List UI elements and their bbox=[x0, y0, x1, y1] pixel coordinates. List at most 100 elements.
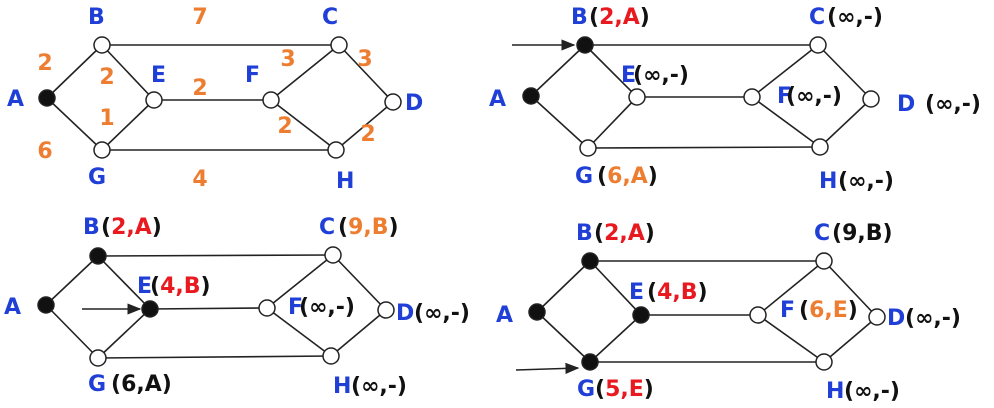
edge-weight-C-D: 3 bbox=[357, 47, 372, 72]
node-label-G: (6,A) bbox=[111, 372, 172, 397]
node-letter-F: F bbox=[780, 298, 795, 323]
node-letter-B: B bbox=[83, 215, 100, 240]
node-letter-D: D bbox=[897, 92, 915, 117]
node-label-E: (∞,-) bbox=[633, 63, 689, 88]
node-label-H: (∞,-) bbox=[351, 374, 407, 399]
node-label-C: (9,B) bbox=[832, 221, 893, 246]
node-D bbox=[384, 93, 402, 111]
node-letter-H: H bbox=[826, 379, 844, 404]
edge-F-C bbox=[270, 44, 340, 101]
node-label-D: (∞,-) bbox=[905, 306, 961, 331]
edge-B-E bbox=[97, 255, 151, 310]
edge-E-F bbox=[149, 307, 268, 310]
edge-E-G bbox=[589, 314, 642, 363]
panel-step2: AB(2,A)C(9,B)D(∞,-)E(4,B)F(∞,-)G(6,A)H(∞… bbox=[4, 215, 470, 399]
node-B bbox=[581, 252, 599, 270]
node-letter-C: C bbox=[322, 5, 338, 30]
node-label-E: (4,B) bbox=[150, 274, 211, 299]
node-letter-F: F bbox=[777, 84, 792, 109]
node-letter-F: F bbox=[245, 63, 260, 88]
node-letter-E: E bbox=[629, 280, 644, 305]
node-label-F: (∞,-) bbox=[786, 84, 842, 109]
edge-C-D bbox=[823, 260, 878, 318]
edge-E-G bbox=[97, 308, 151, 359]
node-letter-E: E bbox=[137, 274, 152, 299]
node-B bbox=[93, 36, 111, 54]
edge-weight-B-E: 2 bbox=[99, 65, 114, 90]
node-H bbox=[322, 347, 340, 365]
node-A bbox=[38, 89, 56, 107]
edge-C-D bbox=[332, 254, 387, 311]
node-E bbox=[632, 306, 650, 324]
node-label-D: (∞,-) bbox=[414, 301, 470, 326]
arrow-icon bbox=[515, 362, 580, 375]
node-letter-H: H bbox=[819, 169, 837, 194]
node-label-G: (5,E) bbox=[595, 377, 654, 402]
node-A bbox=[528, 303, 546, 321]
edge-H-D bbox=[819, 98, 872, 148]
edge-weight-E-F: 2 bbox=[192, 76, 207, 101]
node-letter-A: A bbox=[496, 303, 513, 328]
node-C bbox=[324, 246, 342, 264]
node-F bbox=[749, 306, 767, 324]
node-letter-C: C bbox=[809, 5, 825, 30]
node-H bbox=[815, 353, 833, 371]
node-letter-B: B bbox=[576, 221, 593, 246]
edge-E-G bbox=[587, 96, 638, 149]
edge-H-D bbox=[335, 101, 394, 151]
edge-A-G bbox=[536, 311, 591, 363]
node-G bbox=[93, 141, 111, 159]
node-C bbox=[809, 36, 827, 54]
edge-weight-A-G: 6 bbox=[37, 139, 52, 164]
edge-F-H bbox=[751, 96, 821, 148]
edge-E-G bbox=[101, 99, 155, 151]
node-F bbox=[262, 91, 280, 109]
edge-B-E bbox=[584, 44, 638, 98]
node-letter-B: B bbox=[88, 5, 105, 30]
edge-weight-B-C: 7 bbox=[192, 5, 207, 30]
node-letter-A: A bbox=[7, 87, 24, 112]
panel-step3: AB(2,A)C(9,B)D(∞,-)E(4,B)F(6,E)G(5,E)H(∞… bbox=[496, 221, 961, 404]
node-H bbox=[327, 141, 345, 159]
node-A bbox=[37, 296, 55, 314]
edge-C-D bbox=[338, 44, 394, 103]
node-C bbox=[330, 36, 348, 54]
node-G bbox=[579, 139, 597, 157]
node-letter-H: H bbox=[333, 374, 351, 399]
node-G bbox=[581, 353, 599, 371]
node-label-F: (∞,-) bbox=[299, 295, 355, 320]
node-label-D: (∞,-) bbox=[925, 92, 981, 117]
node-letter-G: G bbox=[88, 165, 106, 190]
node-D bbox=[868, 308, 886, 326]
edge-weight-H-D: 2 bbox=[360, 122, 375, 147]
node-F bbox=[258, 299, 276, 317]
node-letter-G: G bbox=[575, 164, 593, 189]
node-letter-B: B bbox=[571, 5, 588, 30]
node-letter-D: D bbox=[887, 306, 905, 331]
node-label-B: (2,A) bbox=[589, 5, 650, 30]
node-label-F: (6,E) bbox=[799, 298, 858, 323]
edge-A-G bbox=[530, 95, 589, 149]
node-G bbox=[89, 349, 107, 367]
node-letter-D: D bbox=[405, 91, 423, 116]
node-label-H: (∞,-) bbox=[838, 169, 894, 194]
edge-F-H bbox=[270, 99, 337, 151]
edge-A-B bbox=[46, 44, 103, 99]
edge-weight-G-H: 4 bbox=[192, 167, 207, 192]
edge-B-C bbox=[97, 254, 334, 257]
node-letter-G: G bbox=[88, 372, 106, 397]
edge-F-H bbox=[757, 314, 825, 363]
edge-weight-F-C: 3 bbox=[280, 47, 295, 72]
node-letter-C: C bbox=[319, 215, 335, 240]
node-E bbox=[628, 88, 646, 106]
node-letter-E: E bbox=[621, 63, 636, 88]
node-D bbox=[862, 90, 880, 108]
edge-H-D bbox=[330, 309, 387, 357]
node-letter-A: A bbox=[4, 295, 21, 320]
node-letter-D: D bbox=[396, 301, 414, 326]
edge-C-D bbox=[817, 44, 872, 100]
edge-H-D bbox=[823, 316, 878, 363]
edge-weight-E-G: 1 bbox=[99, 106, 114, 131]
